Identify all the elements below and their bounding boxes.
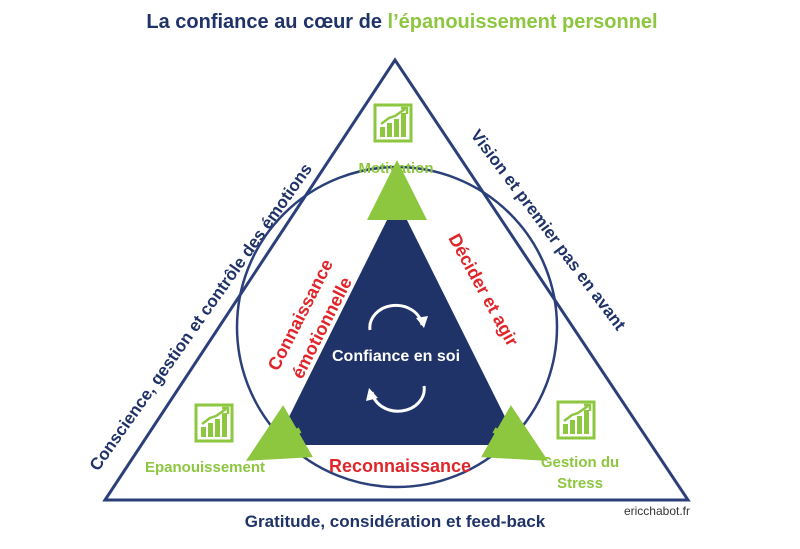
arrow-to-epanouissement (245, 405, 313, 461)
growth-chart-icon (194, 403, 234, 443)
circular-arrows-icon (366, 303, 428, 413)
title-part-2: l’épanouissement personnel (388, 11, 658, 33)
arrow-to-gestion-stress (481, 405, 549, 461)
corner-label-left: Epanouissement (145, 459, 265, 476)
corner-label-right-1: Gestion du (541, 454, 619, 471)
outer-triangle (102, 57, 691, 502)
inner-triangle (275, 200, 519, 445)
page-title: La confiance au cœur de l’épanouissement… (146, 11, 657, 33)
edge-label-bottom: Gratitude, considération et feed-back (245, 512, 546, 531)
inner-label-bottom: Reconnaissance (329, 456, 471, 476)
title-part-1: La confiance au cœur de (146, 11, 387, 33)
corner-label-top: Motivation (359, 160, 434, 177)
growth-chart-icon (556, 400, 596, 440)
watermark: ericchabot.fr (624, 504, 690, 518)
growth-chart-icon (373, 103, 413, 143)
corner-label-right-2: Stress (557, 475, 603, 492)
edge-label-left: Conscience, gestion et contrôle des émot… (86, 160, 316, 474)
center-label: Confiance en soi (332, 348, 460, 365)
